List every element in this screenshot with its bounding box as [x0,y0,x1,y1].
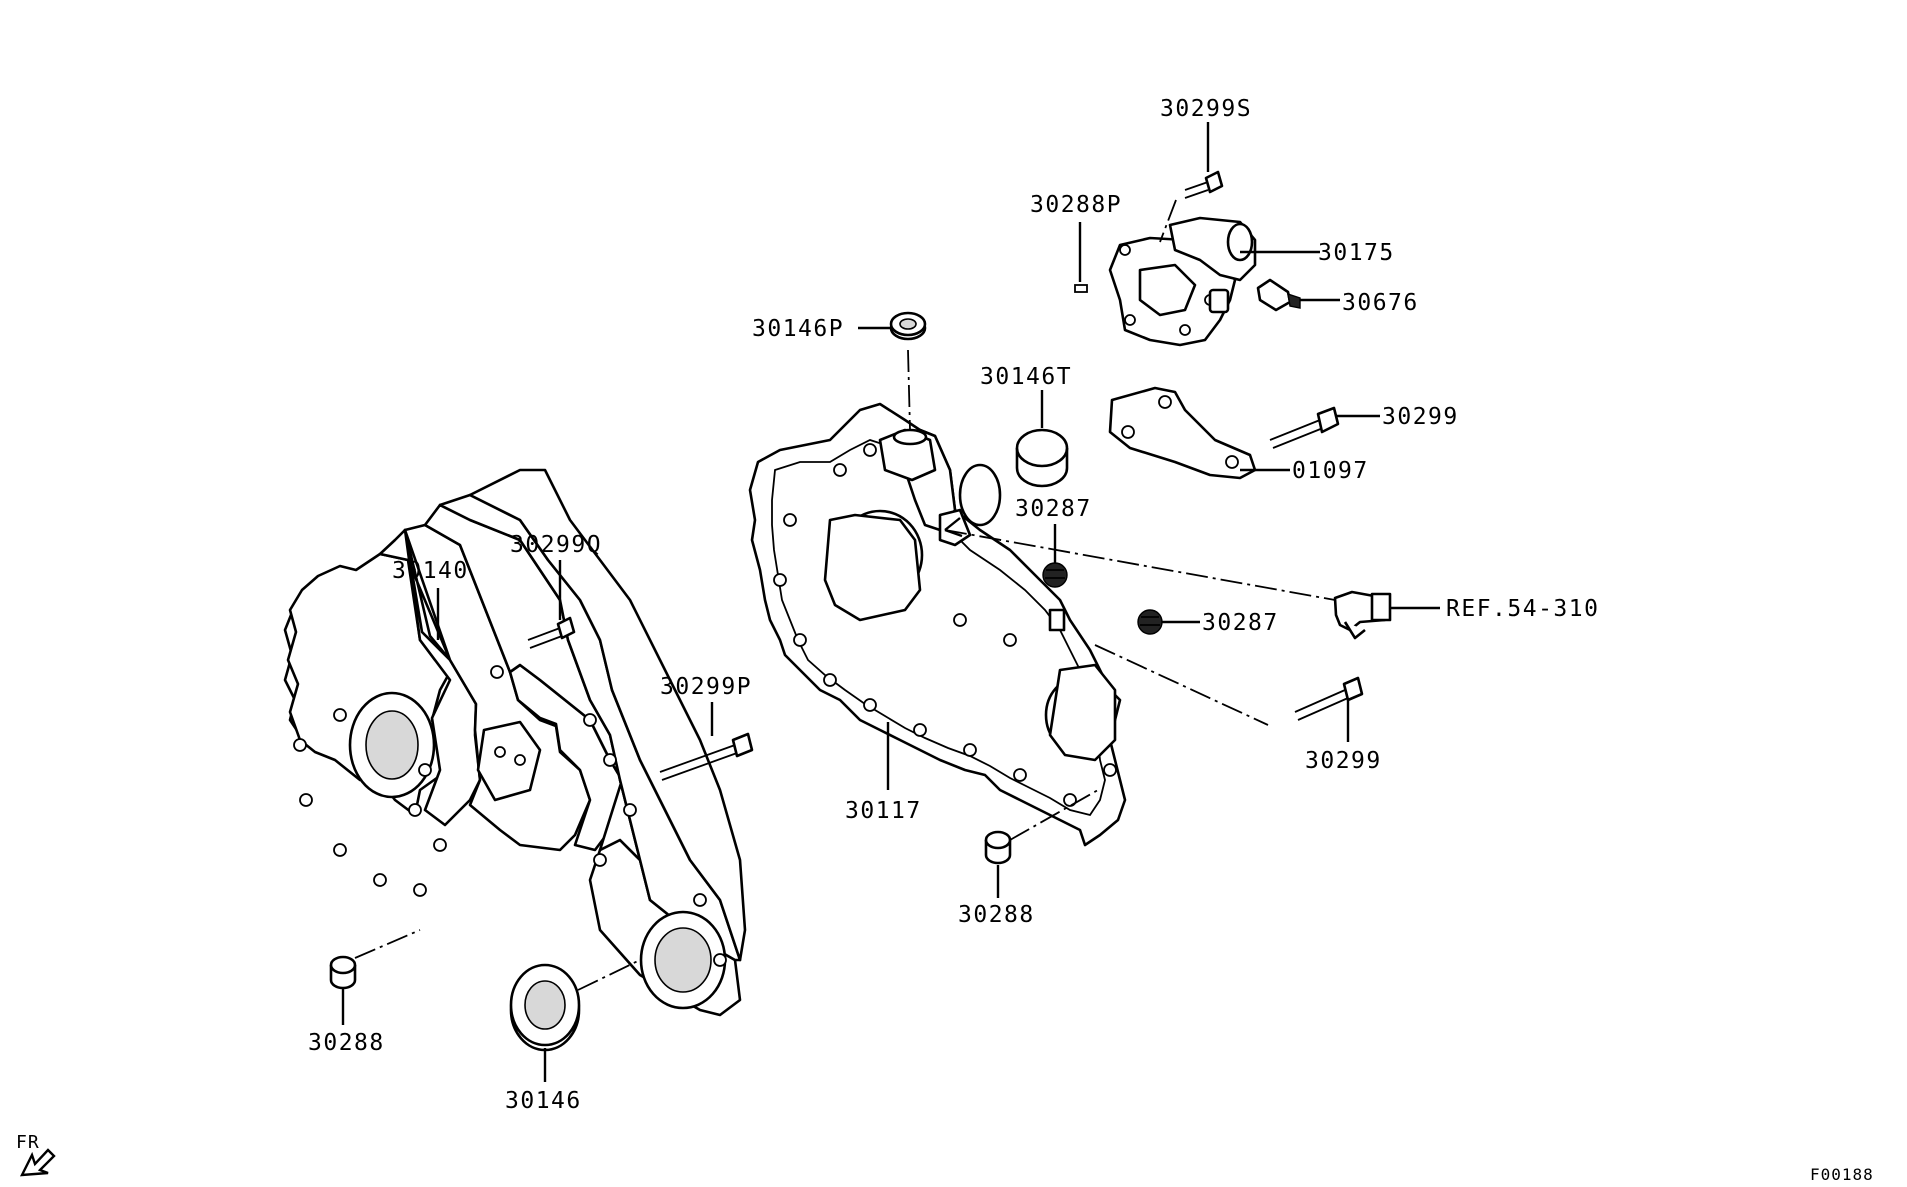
shift-actuator-housing [1108,216,1257,347]
speed-sensor [1333,590,1392,640]
bolt-30299-top [1269,406,1340,449]
dowel-30288-left [329,955,357,990]
callout-01097: 01097 [1292,458,1369,484]
callout-30299-top: 30299 [1382,404,1459,430]
callout-30287-lower: 30287 [1202,610,1279,636]
bolt-30299P [659,732,754,781]
plug-30146T [1015,428,1069,488]
bracket-01097 [1108,386,1257,480]
bolt-30299Q [527,616,576,649]
callout-30140: 30140 [392,558,469,584]
callout-30288P: 30288P [1030,192,1122,218]
front-direction-arrow-icon [19,1148,56,1177]
callout-30288-mid: 30288 [958,902,1035,928]
drawing-code: F00188 [1810,1165,1874,1184]
callout-ref-54-310: REF.54-310 [1446,596,1599,622]
callout-30175: 30175 [1318,240,1395,266]
transfer-case-rear-housing [748,402,1127,847]
callout-30676: 30676 [1342,290,1419,316]
callout-30299P: 30299P [660,674,752,700]
oil-seal-30146 [509,963,581,1052]
callout-30299Q: 30299Q [510,532,602,558]
callout-30287-upper: 30287 [1015,496,1092,522]
leader-lines [341,122,1440,1082]
oil-seal-30146P [889,311,927,341]
switch-30676 [1256,278,1301,312]
callout-30146P: 30146P [752,316,844,342]
transfer-case-front-housing [283,468,747,1017]
direction-label: FR [16,1132,40,1153]
plug-30287-lower [1137,609,1163,635]
bolt-30299S [1184,170,1224,199]
callout-30146T: 30146T [980,364,1072,390]
callout-30299S: 30299S [1160,96,1252,122]
dowel-30288-mid [984,830,1012,865]
callout-30117: 30117 [845,798,922,824]
bolt-30299-right [1294,676,1364,721]
callout-30299-right: 30299 [1305,748,1382,774]
callout-30288-left: 30288 [308,1030,385,1056]
pin-30288P [1074,284,1088,293]
plug-30287-upper [1042,562,1068,588]
callout-30146: 30146 [505,1088,582,1114]
